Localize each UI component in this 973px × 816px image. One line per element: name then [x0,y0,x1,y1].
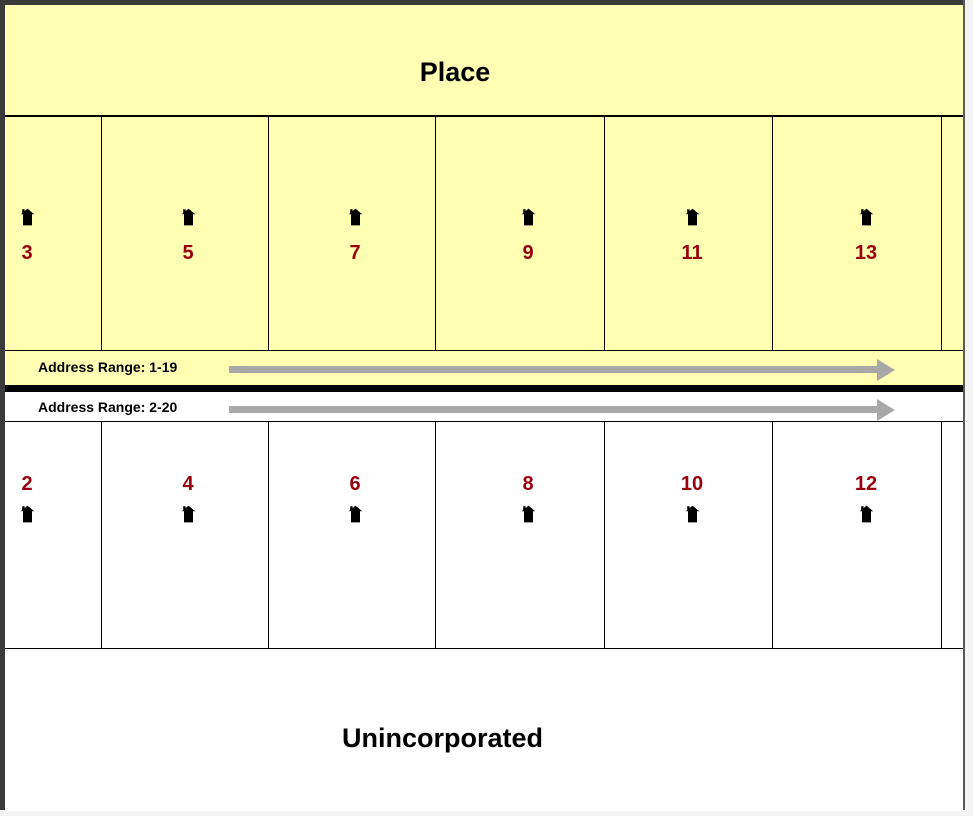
address-number: 9 [522,242,534,264]
odd-range-arrow-head-icon [877,359,895,381]
street-centerline [5,385,963,392]
odd-address-range-label: Address Range: 1-19 [38,359,178,375]
house-icon [19,208,36,226]
address-number: 2 [21,473,33,495]
lot-divider-1 [101,422,102,648]
lot-divider-5 [772,422,773,648]
place-title: Place [419,57,491,87]
lot-divider-4 [604,117,605,350]
address-number: 8 [522,473,534,495]
house-icon [347,208,364,226]
house-icon [520,505,537,523]
address-number: 11 [681,242,703,264]
address-number: 12 [854,473,878,495]
address-number: 10 [680,473,704,495]
house-icon [684,208,701,226]
frame-margin-right [965,0,973,816]
house-icon [347,505,364,523]
lot-divider-3 [435,117,436,350]
odd-lot-bottom-divider [5,350,963,351]
house-icon [180,208,197,226]
even-address-range-row: Address Range: 2-20 [5,395,963,425]
lot-divider-4 [604,422,605,648]
house-icon [684,505,701,523]
house-icon [858,505,875,523]
lot-divider-2 [268,422,269,648]
odd-range-arrow-shaft [229,366,882,373]
address-number: 5 [182,242,194,264]
unincorporated-area [5,392,963,811]
address-number: 3 [21,242,33,264]
lot-divider-1 [101,117,102,350]
frame-border-top [0,0,968,5]
house-icon [858,208,875,226]
place-title-divider [5,115,963,117]
unincorporated-title: Unincorporated [341,723,543,753]
diagram-canvas: Place 3 5 7 9 11 13 Address Range: 1-19 Addre… [5,5,963,811]
even-range-arrow-head-icon [877,399,895,421]
address-number: 6 [349,473,361,495]
frame-border-left [0,0,5,816]
frame-margin-bottom [0,810,973,816]
house-icon [180,505,197,523]
even-range-arrow-shaft [229,406,882,413]
address-number: 13 [854,242,878,264]
address-number: 4 [182,473,194,495]
lot-divider-6 [941,422,942,648]
odd-address-range-row: Address Range: 1-19 [5,355,963,385]
lot-divider-6 [941,117,942,350]
frame-border-right [963,0,965,816]
house-icon [520,208,537,226]
even-address-range-label: Address Range: 2-20 [38,399,178,415]
place-area [5,5,963,385]
lot-divider-5 [772,117,773,350]
even-lot-top-divider [5,421,963,422]
lot-divider-2 [268,117,269,350]
even-lot-bottom-divider [5,648,963,649]
house-icon [19,505,36,523]
lot-divider-3 [435,422,436,648]
address-number: 7 [349,242,361,264]
